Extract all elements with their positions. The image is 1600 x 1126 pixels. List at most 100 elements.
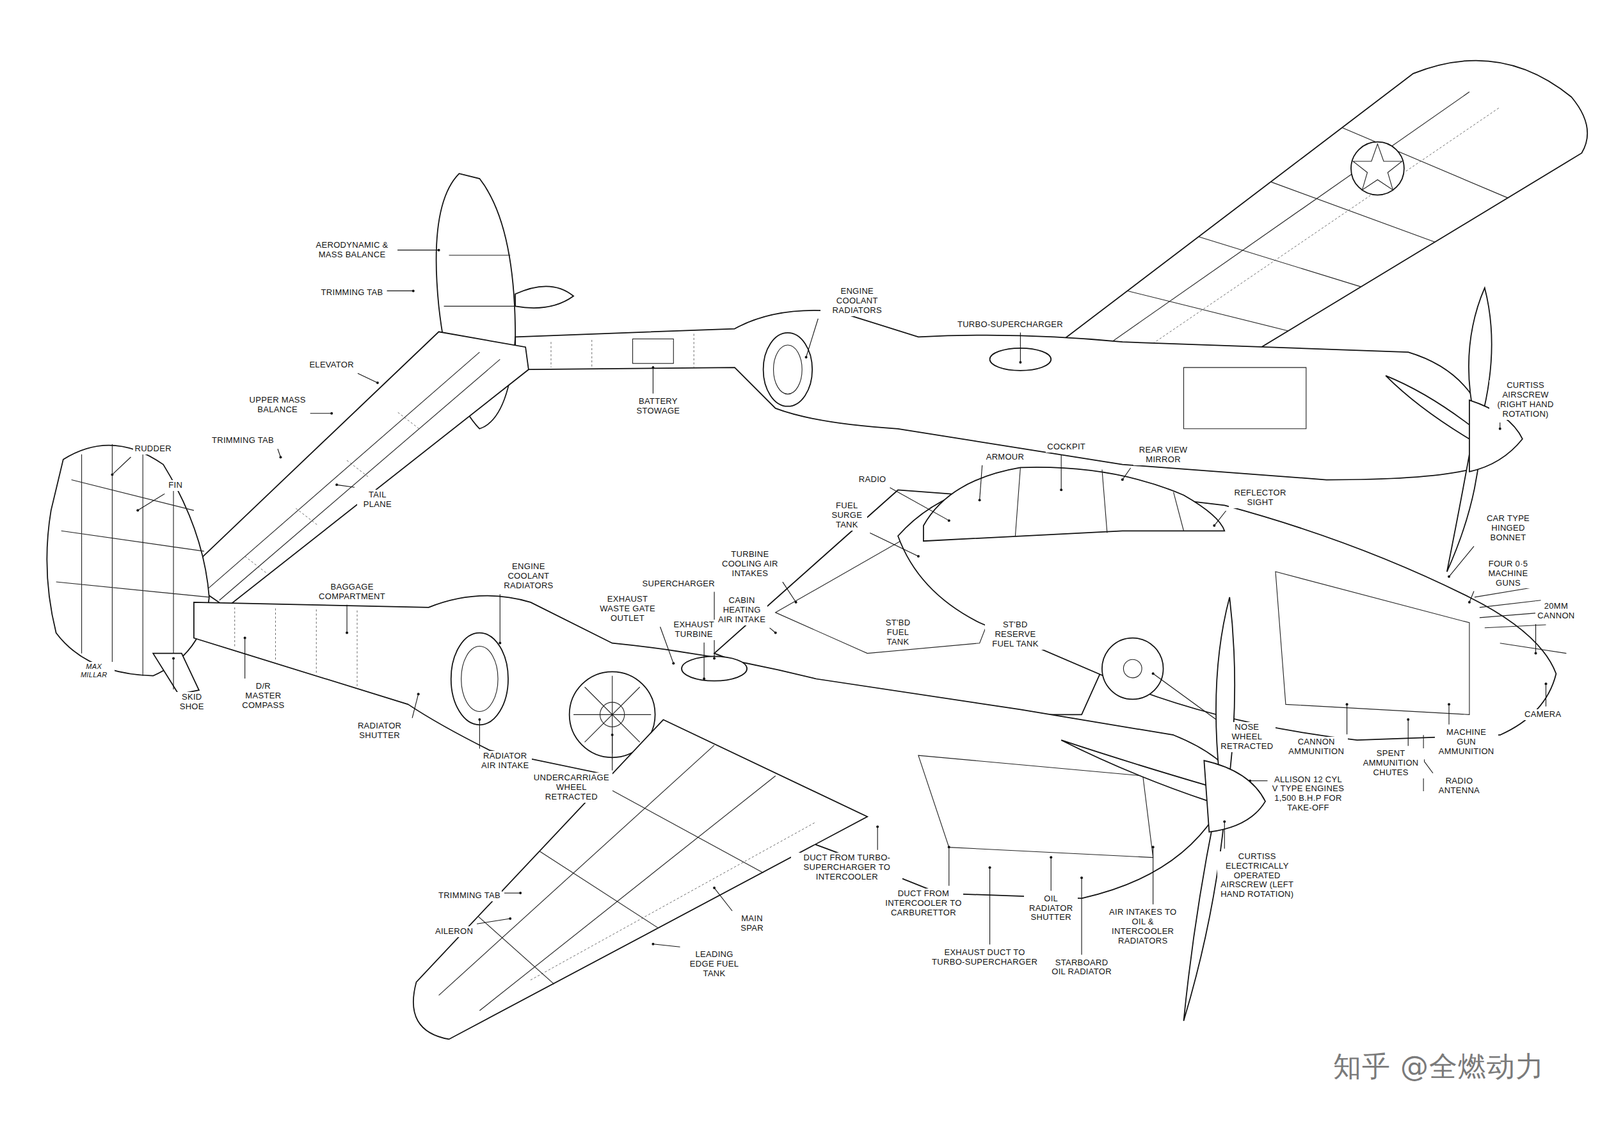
part-label: EXHAUST WASTE GATE OUTLET <box>597 593 658 624</box>
leader-dot <box>508 917 512 920</box>
leader-dot <box>478 718 481 721</box>
part-label: REFLECTOR SIGHT <box>1228 487 1293 509</box>
leader-dot <box>1223 819 1226 823</box>
leader-dot <box>1152 672 1155 675</box>
leader-dot <box>1406 718 1410 721</box>
leader-dot <box>243 636 247 639</box>
wing-ribs <box>1096 92 1509 358</box>
part-label: CANNON AMMUNITION <box>1284 736 1348 758</box>
leader-line <box>499 593 501 643</box>
leader-line <box>979 465 983 501</box>
leader-dot <box>794 600 798 604</box>
part-label: NOSE WHEEL RETRACTED <box>1218 721 1276 752</box>
leader-dot <box>1080 876 1083 879</box>
part-label: SPENT AMMUNITION CHUTES <box>1357 748 1424 779</box>
leader-line <box>890 487 950 521</box>
leader-line <box>1448 704 1449 725</box>
part-label: DUCT FROM TURBO-SUPERCHARGER TO INTERCOO… <box>791 852 903 883</box>
leader-dot <box>1534 651 1538 655</box>
leader-dot <box>1345 702 1349 706</box>
part-label: D/R MASTER COMPASS <box>236 680 290 712</box>
leader-line <box>948 846 950 886</box>
part-label: MAIN SPAR <box>734 913 770 934</box>
leader-dot <box>1447 702 1451 706</box>
leader-dot <box>376 381 379 384</box>
leader-dot <box>1498 427 1502 431</box>
leader-line <box>877 826 879 850</box>
leader-dot <box>1049 855 1053 859</box>
part-label: UNDERCARRIAGE WHEEL RETRACTED <box>529 772 613 803</box>
part-label: 20MM CANNON <box>1535 600 1577 622</box>
part-label: ELEVATOR <box>307 359 356 371</box>
leader-line <box>112 456 131 475</box>
leader-dot <box>988 865 992 869</box>
part-label: TURBINE COOLING AIR INTAKES <box>720 549 781 580</box>
leader-dot <box>702 677 706 680</box>
leader-dot <box>978 498 982 502</box>
part-label: ST'BD RESERVE FUEL TANK <box>984 619 1046 650</box>
port-boom <box>515 310 1480 480</box>
leader-dot <box>519 891 522 895</box>
signature: MAX MILLAR <box>73 661 115 680</box>
leader-dot <box>110 472 114 476</box>
leader-dot <box>651 366 655 369</box>
part-label: CURTISS ELECTRICALLY OPERATED AIRSCREW (… <box>1217 851 1297 901</box>
part-label: EXHAUST TURBINE <box>666 619 721 640</box>
part-label: FOUR 0·5 MACHINE GUNS <box>1476 558 1540 589</box>
part-label: AERODYNAMIC & MASS BALANCE <box>309 240 395 261</box>
leader-line <box>1153 673 1216 719</box>
leader-line <box>989 867 991 944</box>
spinner <box>1203 760 1266 832</box>
leader-line <box>1224 821 1225 848</box>
leader-dot <box>330 412 333 415</box>
leader-dot <box>279 455 282 459</box>
leader-line <box>336 484 355 488</box>
leader-line <box>652 367 654 394</box>
leader-line <box>1050 856 1052 891</box>
part-label: SUPERCHARGER <box>641 578 717 590</box>
part-label: BAGGAGE COMPARTMENT <box>314 581 391 603</box>
leader-dot <box>917 554 920 558</box>
part-label: EXHAUST DUCT TO TURBO-SUPERCHARGER <box>929 947 1041 968</box>
part-label: AIR INTAKES TO OIL & INTERCOOLER RADIATO… <box>1103 906 1183 947</box>
part-label: AILERON <box>433 926 475 937</box>
leader-line <box>1152 846 1154 904</box>
leader-line <box>310 412 333 414</box>
leader-line <box>869 533 919 557</box>
part-label: TRIMMING TAB <box>437 890 502 902</box>
part-label: RUDDER <box>133 443 173 455</box>
part-label: ST'BD FUEL TANK <box>874 617 922 648</box>
watermark: 知乎 @全燃动力 <box>1331 1049 1546 1084</box>
leader-dot <box>672 661 675 665</box>
leader-line <box>1061 455 1062 491</box>
leader-line <box>1249 780 1268 781</box>
part-label: OIL RADIATOR SHUTTER <box>1024 893 1078 924</box>
leader-line <box>1081 877 1083 955</box>
part-label: BATTERY STOWAGE <box>627 396 688 417</box>
part-label: CAR TYPE HINGED BONNET <box>1476 513 1540 544</box>
leader-line <box>782 581 797 603</box>
mass-balance <box>515 286 574 308</box>
leader-dot <box>651 942 655 946</box>
leader-dot <box>1121 478 1124 481</box>
part-label: ENGINE COOLANT RADIATORS <box>492 561 566 592</box>
leader-line <box>244 637 246 678</box>
leader-dot <box>1248 779 1252 783</box>
part-label: RADIATOR AIR INTAKE <box>478 750 532 772</box>
port-wing <box>1056 60 1588 376</box>
leader-dot <box>417 692 420 696</box>
part-label: FIN <box>167 480 184 491</box>
leader-line <box>476 918 511 924</box>
leader-dot <box>1468 600 1471 604</box>
leader-dot <box>947 845 951 848</box>
leader-line <box>1346 704 1348 735</box>
leader-dot <box>1212 524 1216 527</box>
leader-line <box>611 734 613 770</box>
part-label: TRIMMING TAB <box>320 287 385 299</box>
part-label: RADIO <box>857 474 888 486</box>
leader-line <box>479 719 480 749</box>
part-label: CABIN HEATING AIR INTAKE <box>716 595 768 626</box>
leader-line <box>387 290 414 292</box>
leader-dot <box>412 289 415 292</box>
